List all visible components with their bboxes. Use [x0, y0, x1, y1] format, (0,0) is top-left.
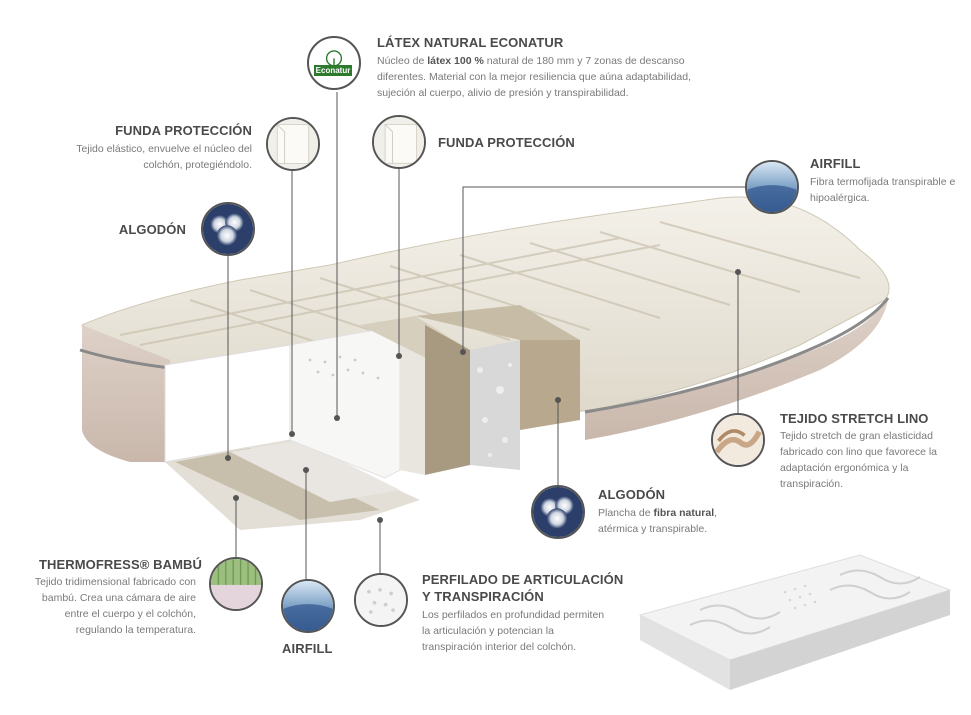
- econatur-logo-icon: [307, 36, 361, 90]
- perforated-foam-icon: [354, 573, 408, 627]
- funda-left-title: FUNDA PROTECCIÓN: [115, 123, 252, 138]
- perfilado-title-line1: PERFILADO DE ARTICULACIÓN: [422, 572, 624, 587]
- airfill-bottom-title: AIRFILL: [282, 641, 333, 656]
- fabric-fold-icon: [372, 115, 426, 169]
- thermofress-description: Tejido tridimensional fabricado con bamb…: [34, 576, 196, 636]
- cotton-icon: [531, 485, 585, 539]
- leader-lines: [227, 92, 745, 580]
- airfill-top-title: AIRFILL: [810, 156, 861, 171]
- tejido-description: Tejido stretch de gran elasticidad fabri…: [780, 430, 938, 490]
- latex-title: LÁTEX NATURAL ECONATUR: [377, 35, 564, 50]
- cotton-icon: [201, 202, 255, 256]
- perfilado-description: Los perfilados en profundidad permiten l…: [422, 609, 605, 653]
- airfill-top-description: Fibra termofijada transpirable e hipoalé…: [810, 176, 956, 204]
- latex-description: Núcleo de látex 100 % natural de 180 mm …: [377, 55, 692, 99]
- thermofress-title: THERMOFRESS® BAMBÚ: [38, 557, 202, 572]
- bamboo-fabric-icon: [209, 557, 263, 611]
- algodon-left-title: ALGODÓN: [118, 222, 186, 237]
- tejido-title: TEJIDO STRETCH LINO: [780, 411, 929, 426]
- airfill-fiber-icon: [281, 579, 335, 633]
- algodon-right-title: ALGODÓN: [598, 487, 666, 502]
- algodon-right-description: Plancha de fibra natural, atérmica y tra…: [598, 507, 718, 535]
- funda-right-title: FUNDA PROTECCIÓN: [438, 135, 575, 150]
- perfilado-title-line2: Y TRANSPIRACIÓN: [422, 589, 544, 604]
- linen-fabric-icon: [711, 413, 765, 467]
- mattress-side: [82, 325, 170, 462]
- econatur-logo-text: Econatur: [314, 65, 352, 76]
- funda-left-description: Tejido elástico, envuelve el núcleo del …: [76, 143, 252, 171]
- latex-core-preview: [638, 554, 952, 690]
- airfill-fiber-icon: [745, 160, 799, 214]
- fabric-fold-icon: [266, 117, 320, 171]
- airfill-layer: [470, 340, 520, 470]
